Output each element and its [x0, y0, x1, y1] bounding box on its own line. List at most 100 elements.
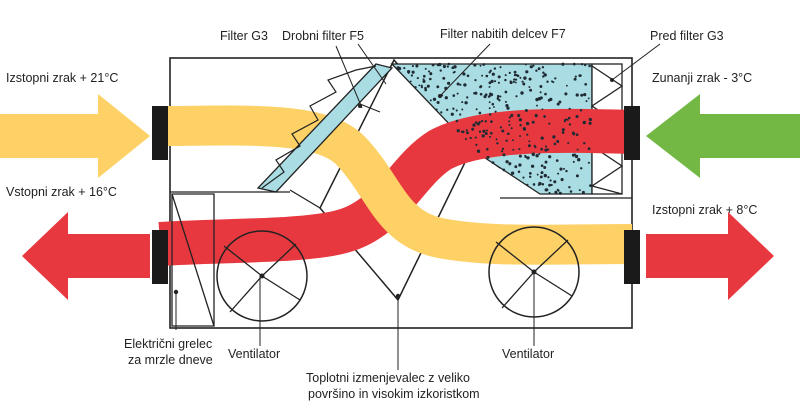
- particle-dot: [535, 69, 538, 72]
- particle-dot: [558, 100, 562, 104]
- particle-dot: [436, 63, 440, 67]
- particle-dot: [439, 69, 442, 72]
- particle-dot: [485, 147, 489, 151]
- exhaust-in-arrow: [0, 94, 150, 178]
- particle-dot: [542, 71, 545, 74]
- particle-dot: [479, 92, 483, 96]
- particle-dot: [543, 73, 547, 77]
- particle-dot: [517, 113, 521, 118]
- particle-dot: [557, 172, 560, 175]
- particle-dot: [579, 109, 583, 112]
- label-fan-left: Ventilator: [228, 347, 280, 361]
- particle-dot: [547, 176, 550, 179]
- label-heater-line2: za mrzle dneve: [128, 353, 213, 367]
- particle-dot: [538, 152, 541, 155]
- filter-particles: [396, 62, 593, 195]
- particle-dot: [548, 122, 551, 125]
- particle-dot: [488, 81, 492, 85]
- particle-dot: [493, 106, 495, 108]
- particle-dot: [514, 78, 518, 81]
- particle-dot: [568, 185, 571, 189]
- exhaust-air-band: [159, 105, 633, 265]
- particle-dot: [474, 78, 477, 82]
- particle-dot: [473, 63, 477, 67]
- filter-g3-separator: [359, 103, 381, 113]
- particle-dot: [552, 135, 556, 139]
- particle-dot: [420, 86, 423, 89]
- particle-dot: [504, 100, 507, 103]
- particle-dot: [527, 144, 531, 148]
- particle-dot: [484, 120, 487, 123]
- particle-dot: [576, 148, 579, 151]
- particle-dot: [499, 95, 502, 98]
- label-fan-right: Ventilator: [502, 347, 554, 361]
- leader-lines: [175, 43, 661, 370]
- particle-dot: [465, 129, 468, 132]
- particle-dot: [582, 120, 586, 125]
- particle-dot: [519, 76, 522, 79]
- particle-dot: [545, 188, 549, 192]
- port-bottom-left: [152, 230, 168, 284]
- particle-dot: [489, 93, 492, 97]
- label-filter-f7: Filter nabitih delcev F7: [440, 27, 566, 41]
- particle-dot: [535, 97, 539, 102]
- fan-left: [216, 230, 308, 322]
- particle-dot: [543, 115, 546, 118]
- particle-dot: [544, 148, 547, 152]
- particle-dot: [574, 154, 579, 159]
- particle-dot: [484, 132, 488, 136]
- particle-dot: [526, 133, 529, 136]
- particle-dot: [552, 81, 555, 84]
- particle-dot: [407, 70, 411, 74]
- particle-dot: [571, 153, 575, 157]
- particle-dot: [479, 64, 482, 67]
- particle-dot: [461, 101, 464, 104]
- particle-dot: [508, 163, 511, 166]
- particle-dot: [540, 136, 544, 140]
- particle-dot: [553, 142, 557, 146]
- particle-dot: [488, 101, 491, 104]
- particle-dot: [531, 152, 535, 156]
- particle-dot: [415, 64, 419, 68]
- particle-dot: [510, 127, 513, 130]
- particle-dot: [585, 100, 588, 103]
- particle-dot: [506, 106, 510, 110]
- particle-dot: [526, 156, 530, 160]
- particle-dot: [501, 129, 505, 133]
- particle-dot: [466, 74, 470, 78]
- particle-dot: [536, 173, 539, 176]
- particle-dot: [450, 112, 454, 116]
- particle-dot: [494, 110, 497, 113]
- particle-dot: [452, 71, 455, 74]
- particle-dot: [528, 172, 532, 175]
- particle-dot: [529, 88, 533, 92]
- label-exhaust-out: Izstopni zrak + 8°C: [652, 203, 757, 217]
- particle-dot: [461, 130, 465, 134]
- particle-dot: [539, 91, 542, 94]
- particle-dot: [567, 141, 570, 145]
- particle-dot: [579, 167, 583, 170]
- particle-dot: [508, 71, 511, 75]
- particle-dot: [577, 158, 581, 162]
- particle-dot: [481, 134, 485, 138]
- particle-dot: [512, 148, 515, 151]
- particle-dot: [459, 113, 462, 116]
- leader-dot-prefilter: [610, 78, 614, 82]
- particle-dot: [496, 142, 499, 145]
- particle-dot: [566, 84, 568, 87]
- particle-dot: [493, 80, 497, 83]
- particle-dot: [548, 155, 552, 159]
- particle-dot: [498, 99, 501, 102]
- particle-dot: [546, 80, 549, 83]
- particle-dot: [431, 63, 435, 67]
- particle-dot: [580, 93, 584, 97]
- particle-dot: [409, 80, 412, 83]
- particle-dot: [523, 76, 527, 80]
- particle-dot: [563, 118, 567, 122]
- particle-dot: [481, 74, 484, 77]
- exhaust-out-arrow: [646, 212, 774, 300]
- particle-dot: [578, 74, 582, 77]
- particle-dot: [541, 182, 545, 186]
- particle-dot: [572, 132, 576, 136]
